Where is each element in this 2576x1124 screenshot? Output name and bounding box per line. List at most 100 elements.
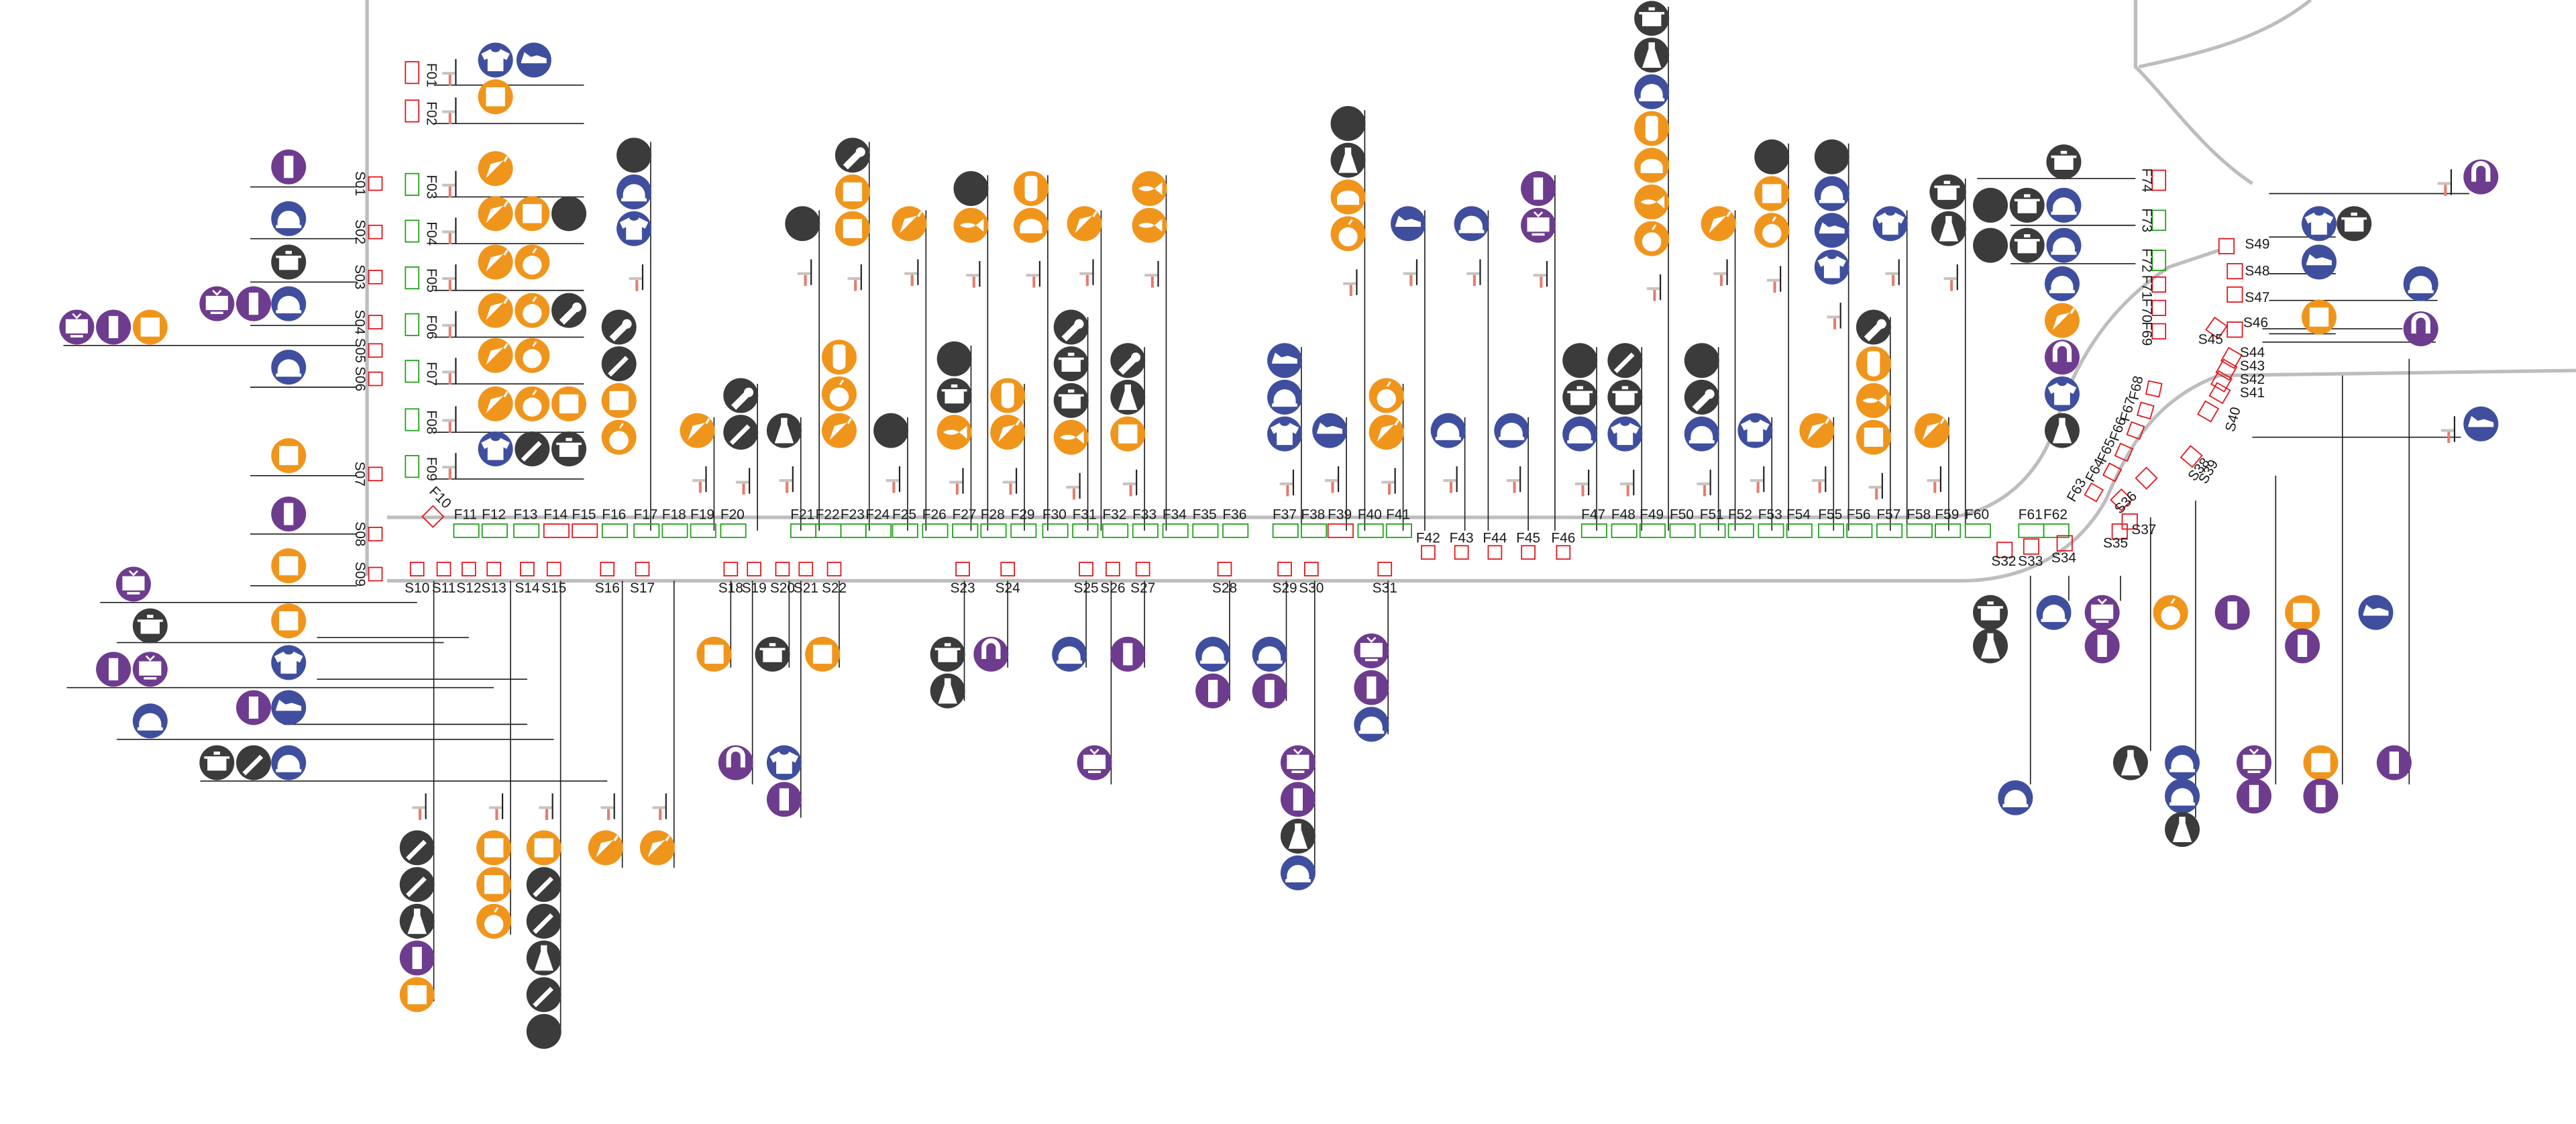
headset-icon	[1195, 636, 1231, 672]
vendor-table	[1620, 482, 1633, 486]
stall-label-f: F54	[1786, 507, 1811, 522]
stall-frame	[1222, 523, 1249, 538]
icon-glyph	[1336, 191, 1360, 205]
vendor-body	[448, 186, 451, 198]
icon-glyph	[2041, 604, 2067, 622]
vendor-pole	[1939, 466, 1942, 493]
vendor-table	[2440, 429, 2454, 432]
stall-shop	[1217, 562, 1232, 576]
vendor-pole	[1659, 274, 1662, 301]
stall-frame	[601, 523, 629, 538]
vendor-body	[804, 274, 807, 287]
headset-icon	[271, 286, 307, 321]
vendor-table	[1927, 479, 1940, 482]
icon-glyph	[608, 356, 629, 377]
vendor-table	[949, 480, 963, 484]
icon-glyph	[533, 876, 553, 898]
knife-icon	[601, 346, 637, 382]
vendor-pole	[1956, 264, 1958, 291]
stall-shop	[405, 61, 420, 85]
stall-label-s: S01	[352, 171, 368, 196]
dress-icon	[1330, 142, 1366, 178]
stall-label-f: F36	[1222, 507, 1246, 522]
stall-label-f: F74	[2139, 168, 2154, 193]
tv-icon	[115, 566, 151, 602]
food-box-icon	[526, 830, 561, 866]
headset-icon	[2045, 266, 2080, 301]
vendor-table	[2437, 182, 2451, 185]
icon-glyph	[2051, 237, 2077, 255]
phone-icon	[236, 690, 272, 725]
vendor-pole	[810, 259, 812, 285]
stall-label-s: S11	[432, 580, 456, 596]
shoe-icon	[271, 690, 307, 725]
icon-glyph	[759, 643, 786, 662]
stall-label-f: F14	[543, 507, 568, 522]
vendor-table	[1750, 479, 1764, 482]
stall-frame	[2151, 250, 2167, 271]
stall-shop	[1521, 545, 1536, 560]
icon-glyph	[943, 425, 967, 439]
vendor-table	[442, 230, 455, 234]
vendor-table	[1324, 479, 1338, 482]
icon-glyph	[2051, 197, 2077, 215]
icon-glyph	[938, 678, 957, 704]
icon-disc	[616, 138, 652, 173]
stall-frame	[405, 455, 420, 478]
stall-frame	[1669, 523, 1696, 538]
stall-label-s: S28	[1212, 580, 1237, 596]
stall-frame	[1192, 523, 1219, 538]
icon-glyph	[486, 156, 508, 178]
icon-glyph	[1020, 219, 1042, 234]
vendor-body	[786, 482, 789, 493]
icon-glyph	[843, 147, 865, 170]
stall-shop	[1377, 562, 1393, 576]
stall-shop	[546, 562, 561, 576]
dress-icon	[526, 940, 561, 976]
icon-glyph	[533, 913, 553, 934]
knife-icon	[1607, 343, 1643, 378]
icon-glyph	[1867, 351, 1880, 377]
icon-glyph	[1024, 176, 1038, 201]
vendor-figure	[1079, 259, 1094, 287]
vendor-figure	[442, 170, 457, 198]
stall-shop	[1421, 545, 1436, 560]
stall-shop	[775, 562, 790, 576]
stall-shop	[1303, 562, 1319, 576]
headset-icon	[1814, 176, 1849, 211]
wrench-icon	[1053, 309, 1089, 345]
vendor-figure	[1827, 303, 1841, 329]
vendor-figures	[412, 59, 2456, 821]
icon-glyph	[276, 210, 302, 228]
stall-frame	[405, 219, 420, 243]
icon-glyph	[407, 985, 427, 1005]
vendor-body	[448, 113, 451, 124]
vendor-table	[652, 806, 665, 809]
shirt-icon	[766, 745, 802, 780]
headset-icon	[271, 201, 307, 236]
stall-label-f: F49	[1640, 507, 1664, 522]
food-box-icon	[2285, 595, 2320, 630]
vendor-table	[1697, 482, 1710, 486]
vendor-figure	[1403, 259, 1418, 287]
icon-glyph	[2097, 634, 2107, 658]
knife-icon	[526, 903, 561, 939]
stall-shop	[2208, 382, 2231, 405]
vendor-body	[495, 809, 498, 821]
icon-glyph	[137, 615, 163, 634]
stall-frame	[865, 523, 892, 538]
icon-glyph	[1287, 748, 1309, 773]
stall-shop	[2226, 321, 2243, 338]
icon-glyph	[998, 419, 1021, 442]
icon-glyph	[1862, 394, 1886, 407]
headset-icon	[2165, 745, 2200, 780]
stall-frame	[2043, 523, 2070, 538]
vendor-table	[735, 480, 749, 484]
icon-glyph	[1864, 319, 1886, 342]
icon-disc	[873, 413, 909, 448]
pot-icon	[755, 636, 790, 672]
stall-label-f: F19	[690, 507, 714, 522]
vendor-figure	[1443, 466, 1458, 493]
icon-glyph	[1208, 680, 1218, 703]
vendor-figure	[797, 259, 812, 287]
